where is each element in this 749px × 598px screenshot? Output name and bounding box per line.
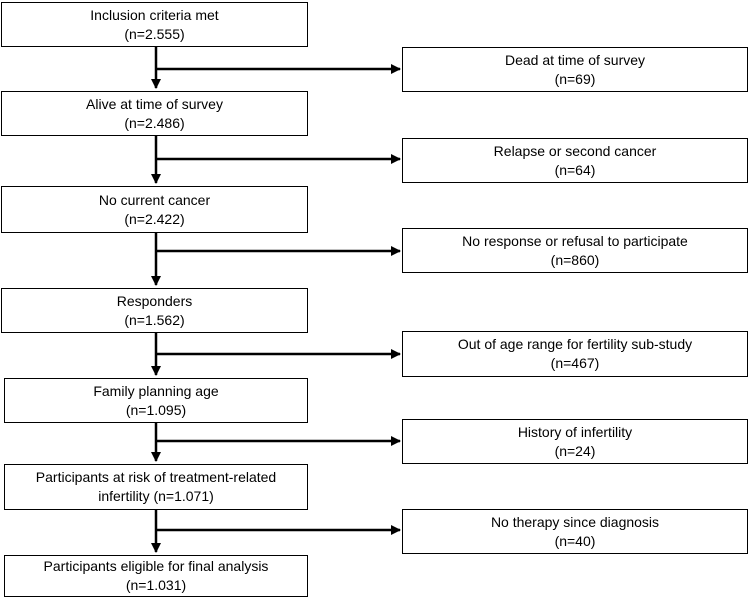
box-label: Responders (116, 292, 193, 309)
responders-box: Responders (n=1.562) (1, 288, 308, 333)
eligible-final-analysis-box: Participants eligible for final analysis… (4, 555, 308, 597)
box-label: Alive at time of survey (86, 95, 223, 112)
box-count: (n=1.562) (124, 311, 185, 328)
box-label: Participants eligible for final analysis (43, 558, 269, 574)
out-of-age-range-box: Out of age range for fertility sub-study… (402, 331, 748, 377)
dead-at-survey-box: Dead at time of survey (n=69) (402, 47, 748, 92)
box-label: History of infertility (517, 423, 633, 440)
box-count: (n=1.095) (125, 401, 187, 418)
box-label: Participants at risk of treatment-relate… (35, 469, 277, 485)
box-label: Family planning age (93, 382, 219, 399)
box-count: (n=860) (550, 251, 600, 268)
box-count: (n=2.486) (124, 114, 185, 131)
box-count: infertility (n=1.071) (98, 488, 214, 504)
box-count: (n=69) (554, 70, 596, 87)
no-response-box: No response or refusal to participate (n… (402, 228, 748, 273)
inclusion-criteria-box: Inclusion criteria met (n=2.555) (1, 2, 308, 47)
history-infertility-box: History of infertility (n=24) (402, 419, 748, 464)
box-count: (n=40) (554, 532, 596, 549)
box-count: (n=467) (550, 355, 600, 371)
at-risk-infertility-box: Participants at risk of treatment-relate… (4, 464, 308, 510)
box-label: Relapse or second cancer (493, 142, 657, 159)
box-count: (n=1.031) (125, 577, 187, 593)
box-count: (n=64) (554, 161, 596, 178)
box-label: No current cancer (98, 191, 211, 208)
box-count: (n=24) (554, 442, 596, 459)
no-therapy-box: No therapy since diagnosis (n=40) (402, 509, 748, 554)
no-current-cancer-box: No current cancer (n=2.422) (1, 186, 308, 233)
box-label: Inclusion criteria met (90, 6, 219, 23)
box-label: No therapy since diagnosis (490, 513, 660, 530)
family-planning-age-box: Family planning age (n=1.095) (4, 378, 308, 423)
alive-at-survey-box: Alive at time of survey (n=2.486) (1, 91, 308, 136)
box-count: (n=2.422) (124, 210, 185, 227)
box-label: Out of age range for fertility sub-study (457, 336, 693, 352)
relapse-second-cancer-box: Relapse or second cancer (n=64) (402, 138, 748, 183)
box-label: No response or refusal to participate (462, 232, 688, 249)
box-label: Dead at time of survey (504, 51, 646, 68)
box-count: (n=2.555) (124, 25, 185, 42)
